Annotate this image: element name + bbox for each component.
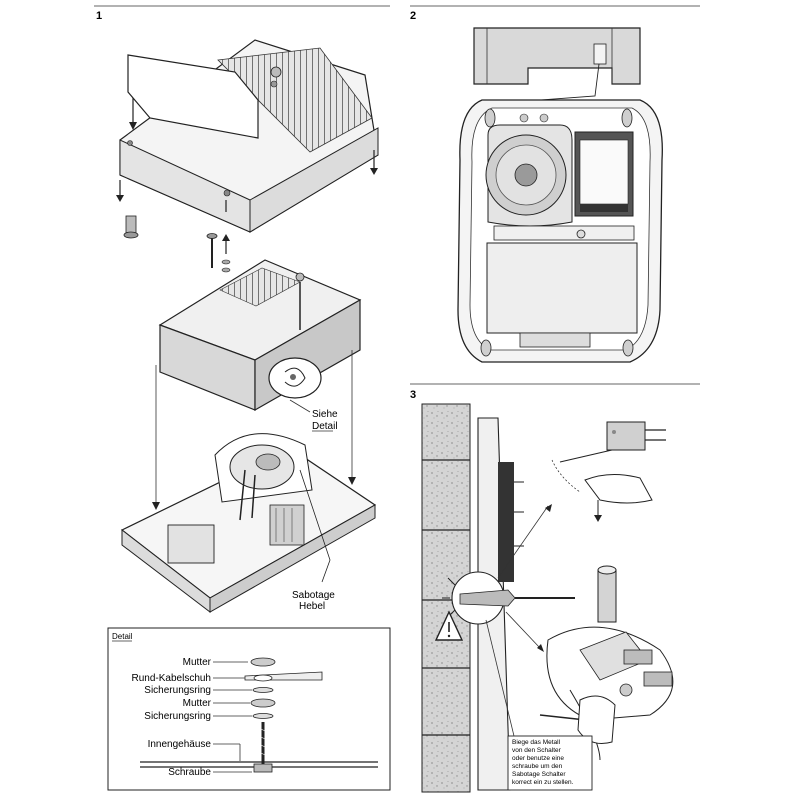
note-line-2: von den Schalter	[512, 747, 562, 754]
panel-frame-lines	[94, 5, 700, 385]
panel-number-2: 2	[410, 10, 416, 22]
panel-number-3: 3	[410, 389, 416, 401]
base-plate	[120, 433, 377, 614]
detail-part-7: Schraube	[168, 767, 211, 778]
panel-3-wall-mount: Biege das Metall von den Schalter oder b…	[421, 403, 674, 793]
inner-housing	[158, 259, 362, 412]
sabotage-lever-label: Sabotage Hebel	[292, 590, 335, 612]
screw-middle	[206, 233, 231, 273]
panel-number-1: 1	[96, 10, 102, 22]
detail-part-3: Sicherungsring	[144, 685, 211, 696]
sabotage-text: Sabotage	[292, 590, 335, 601]
detail-part-5: Sicherungsring	[144, 711, 211, 722]
screw-left	[123, 215, 139, 239]
panel-2-open-siren-view	[457, 27, 663, 363]
detail-part-6: Innengehäuse	[148, 739, 212, 750]
panel-1-exploded-housing	[116, 39, 379, 614]
note-line-4: schraube um den	[512, 763, 563, 770]
detail-part-4: Mutter	[183, 698, 212, 709]
note-line-1: Biege das Metall	[512, 739, 561, 746]
micro-switch-insert	[551, 421, 666, 522]
note-line-6: korrect ein zu stellen.	[512, 779, 574, 786]
detail-part-2: Rund-Kabelschuh	[132, 673, 212, 684]
detail-box: Detail Mutter Rund-Kabelschuh Sicherungs…	[107, 627, 391, 791]
note-line-5: Sabotage Schalter	[512, 771, 566, 778]
detail-box-title: Detail	[112, 632, 133, 641]
detail-text: Detail	[312, 421, 338, 432]
detail-part-1: Mutter	[183, 657, 212, 668]
siehe-text: Siehe	[312, 409, 338, 420]
note-line-3: oder benutze eine	[512, 755, 564, 762]
see-detail-label: Siehe Detail	[289, 399, 338, 432]
adjust-screw-insert	[539, 565, 674, 761]
top-cover	[116, 39, 379, 233]
hebel-text: Hebel	[299, 601, 325, 612]
